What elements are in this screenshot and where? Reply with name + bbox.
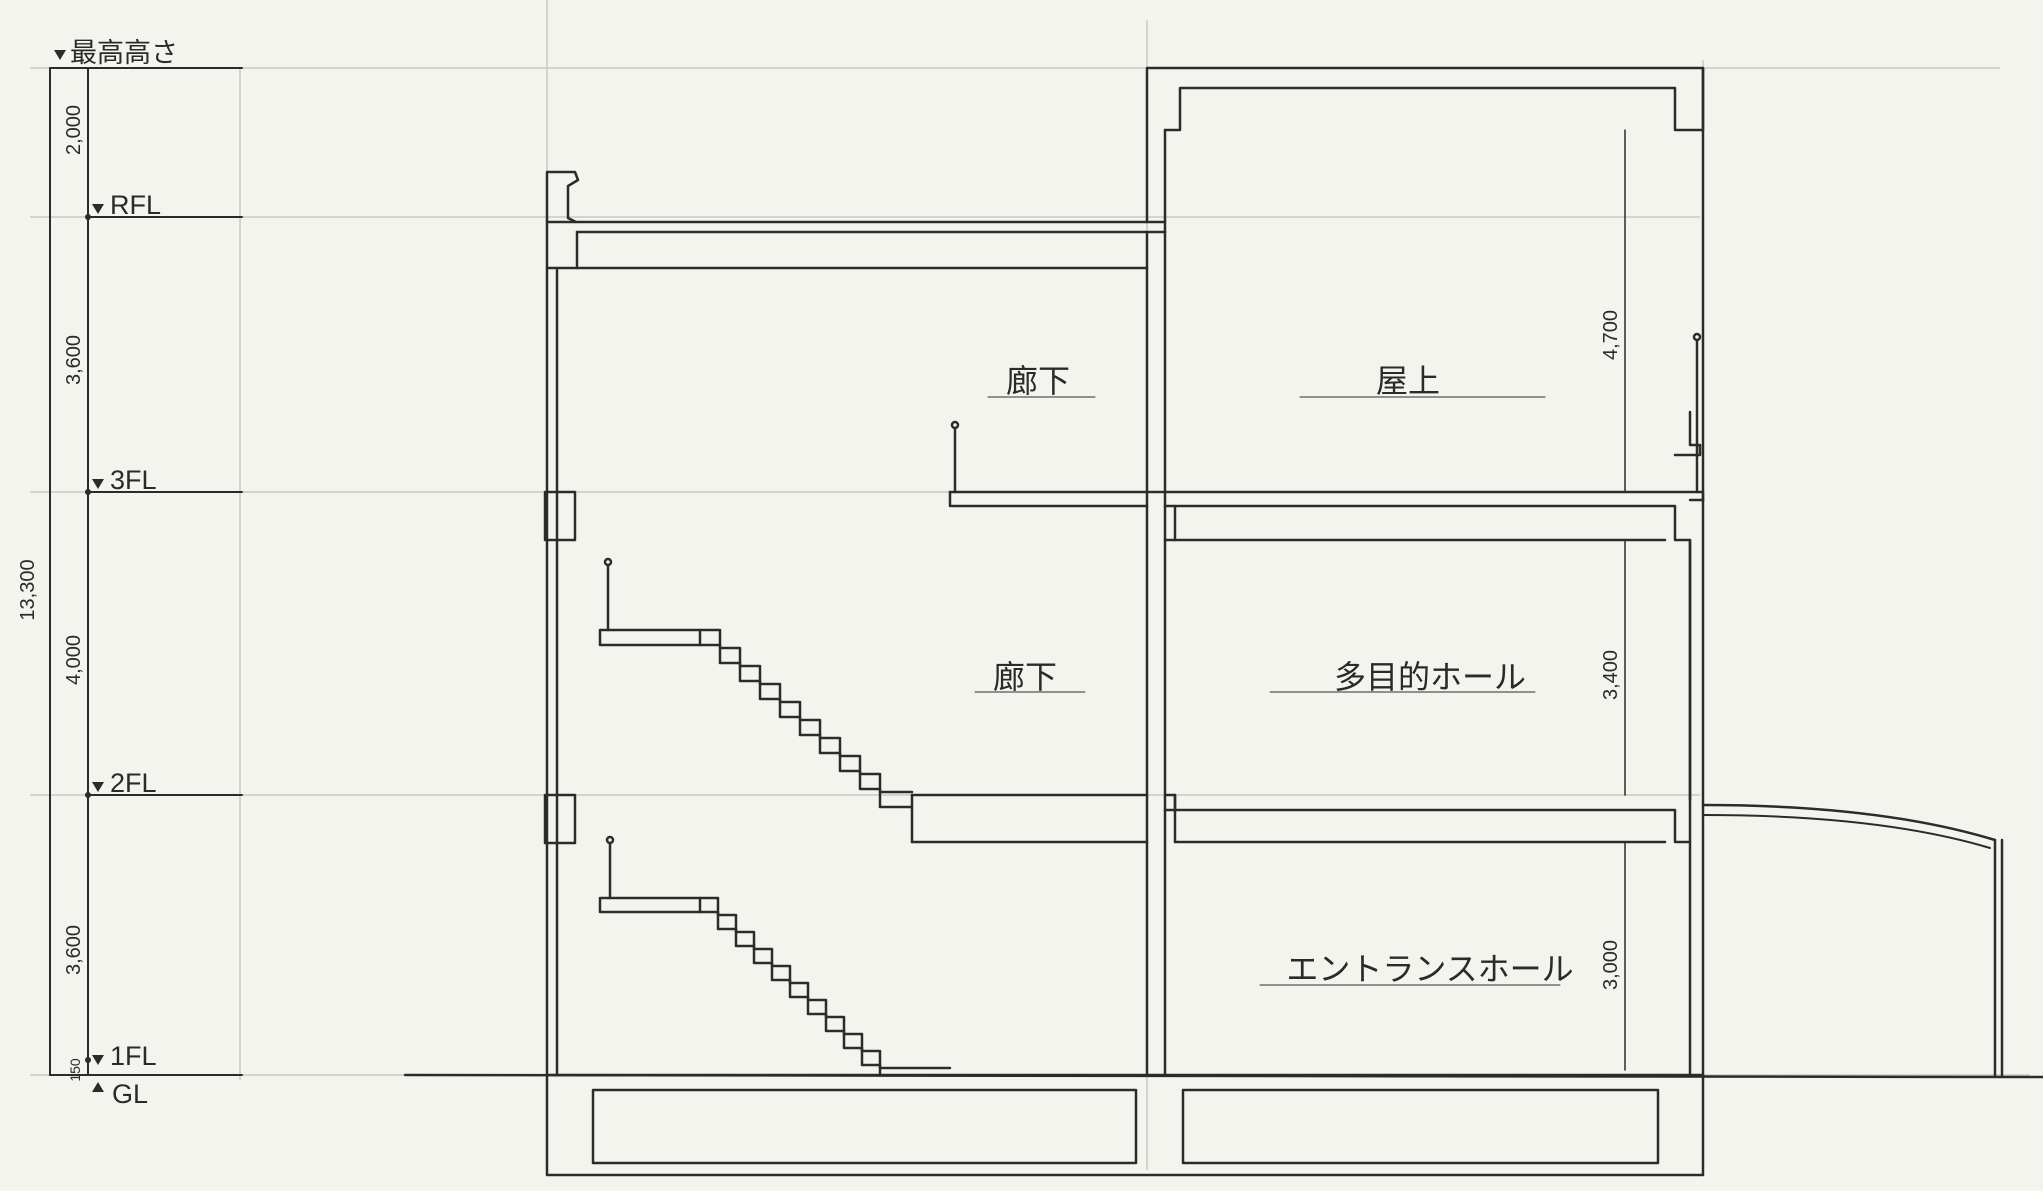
dimension-total: 13,300	[17, 559, 39, 620]
dimension-entrance-height: 3,000	[1600, 940, 1622, 990]
room-label-underlines	[974, 396, 1561, 986]
dimension-hall-height: 3,400	[1600, 650, 1622, 700]
room-label-multipurpose-hall: 多目的ホール	[1334, 659, 1526, 695]
room-label-corridor-2f: 廊下	[993, 659, 1057, 695]
foundation-slab	[545, 1073, 1705, 1177]
level-3fl-label: 3FL	[110, 465, 157, 495]
level-2fl-label: 2FL	[110, 768, 157, 798]
foundation-void-left	[591, 1088, 1138, 1165]
level-gl-label: GL	[112, 1079, 148, 1109]
foundation-void-right	[1181, 1088, 1660, 1165]
triangle-marker-icon	[92, 1055, 104, 1065]
triangle-marker-icon	[92, 782, 104, 792]
level-dimension-lines	[49, 67, 243, 1076]
dimension-rooftop-height: 4,700	[1600, 310, 1622, 360]
room-label-rooftop: 屋上	[1376, 363, 1440, 399]
dimension-top-seg: 2,000	[63, 105, 85, 155]
construction-guides	[30, 0, 2030, 1170]
level-top-label: 最高高さ	[70, 38, 178, 68]
room-label-entrance-hall: エントランスホール	[1286, 951, 1573, 987]
window-frame-lower	[543, 793, 577, 845]
triangle-marker-icon	[92, 204, 104, 214]
level-dimension-texts: 13,300 2,000 3,600 4,000 3,600 150	[17, 105, 85, 1082]
window-frame-upper	[543, 490, 577, 542]
triangle-marker-icon	[54, 50, 66, 60]
level-markers: 最高高さ RFL 3FL 2FL 1FL GL	[54, 38, 178, 1109]
dimension-2fl-seg: 3,600	[63, 925, 85, 975]
dimension-rfl-seg: 3,600	[63, 335, 85, 385]
level-1fl-label: 1FL	[110, 1041, 157, 1071]
dimension-gl-seg: 150	[67, 1058, 83, 1082]
triangle-marker-icon	[92, 479, 104, 489]
triangle-marker-icon	[92, 1082, 104, 1092]
room-label-corridor-3f: 廊下	[1006, 363, 1070, 399]
level-rfl-label: RFL	[110, 190, 161, 220]
dimension-3fl-seg: 4,000	[63, 635, 85, 685]
building-structure	[543, 66, 2004, 1177]
